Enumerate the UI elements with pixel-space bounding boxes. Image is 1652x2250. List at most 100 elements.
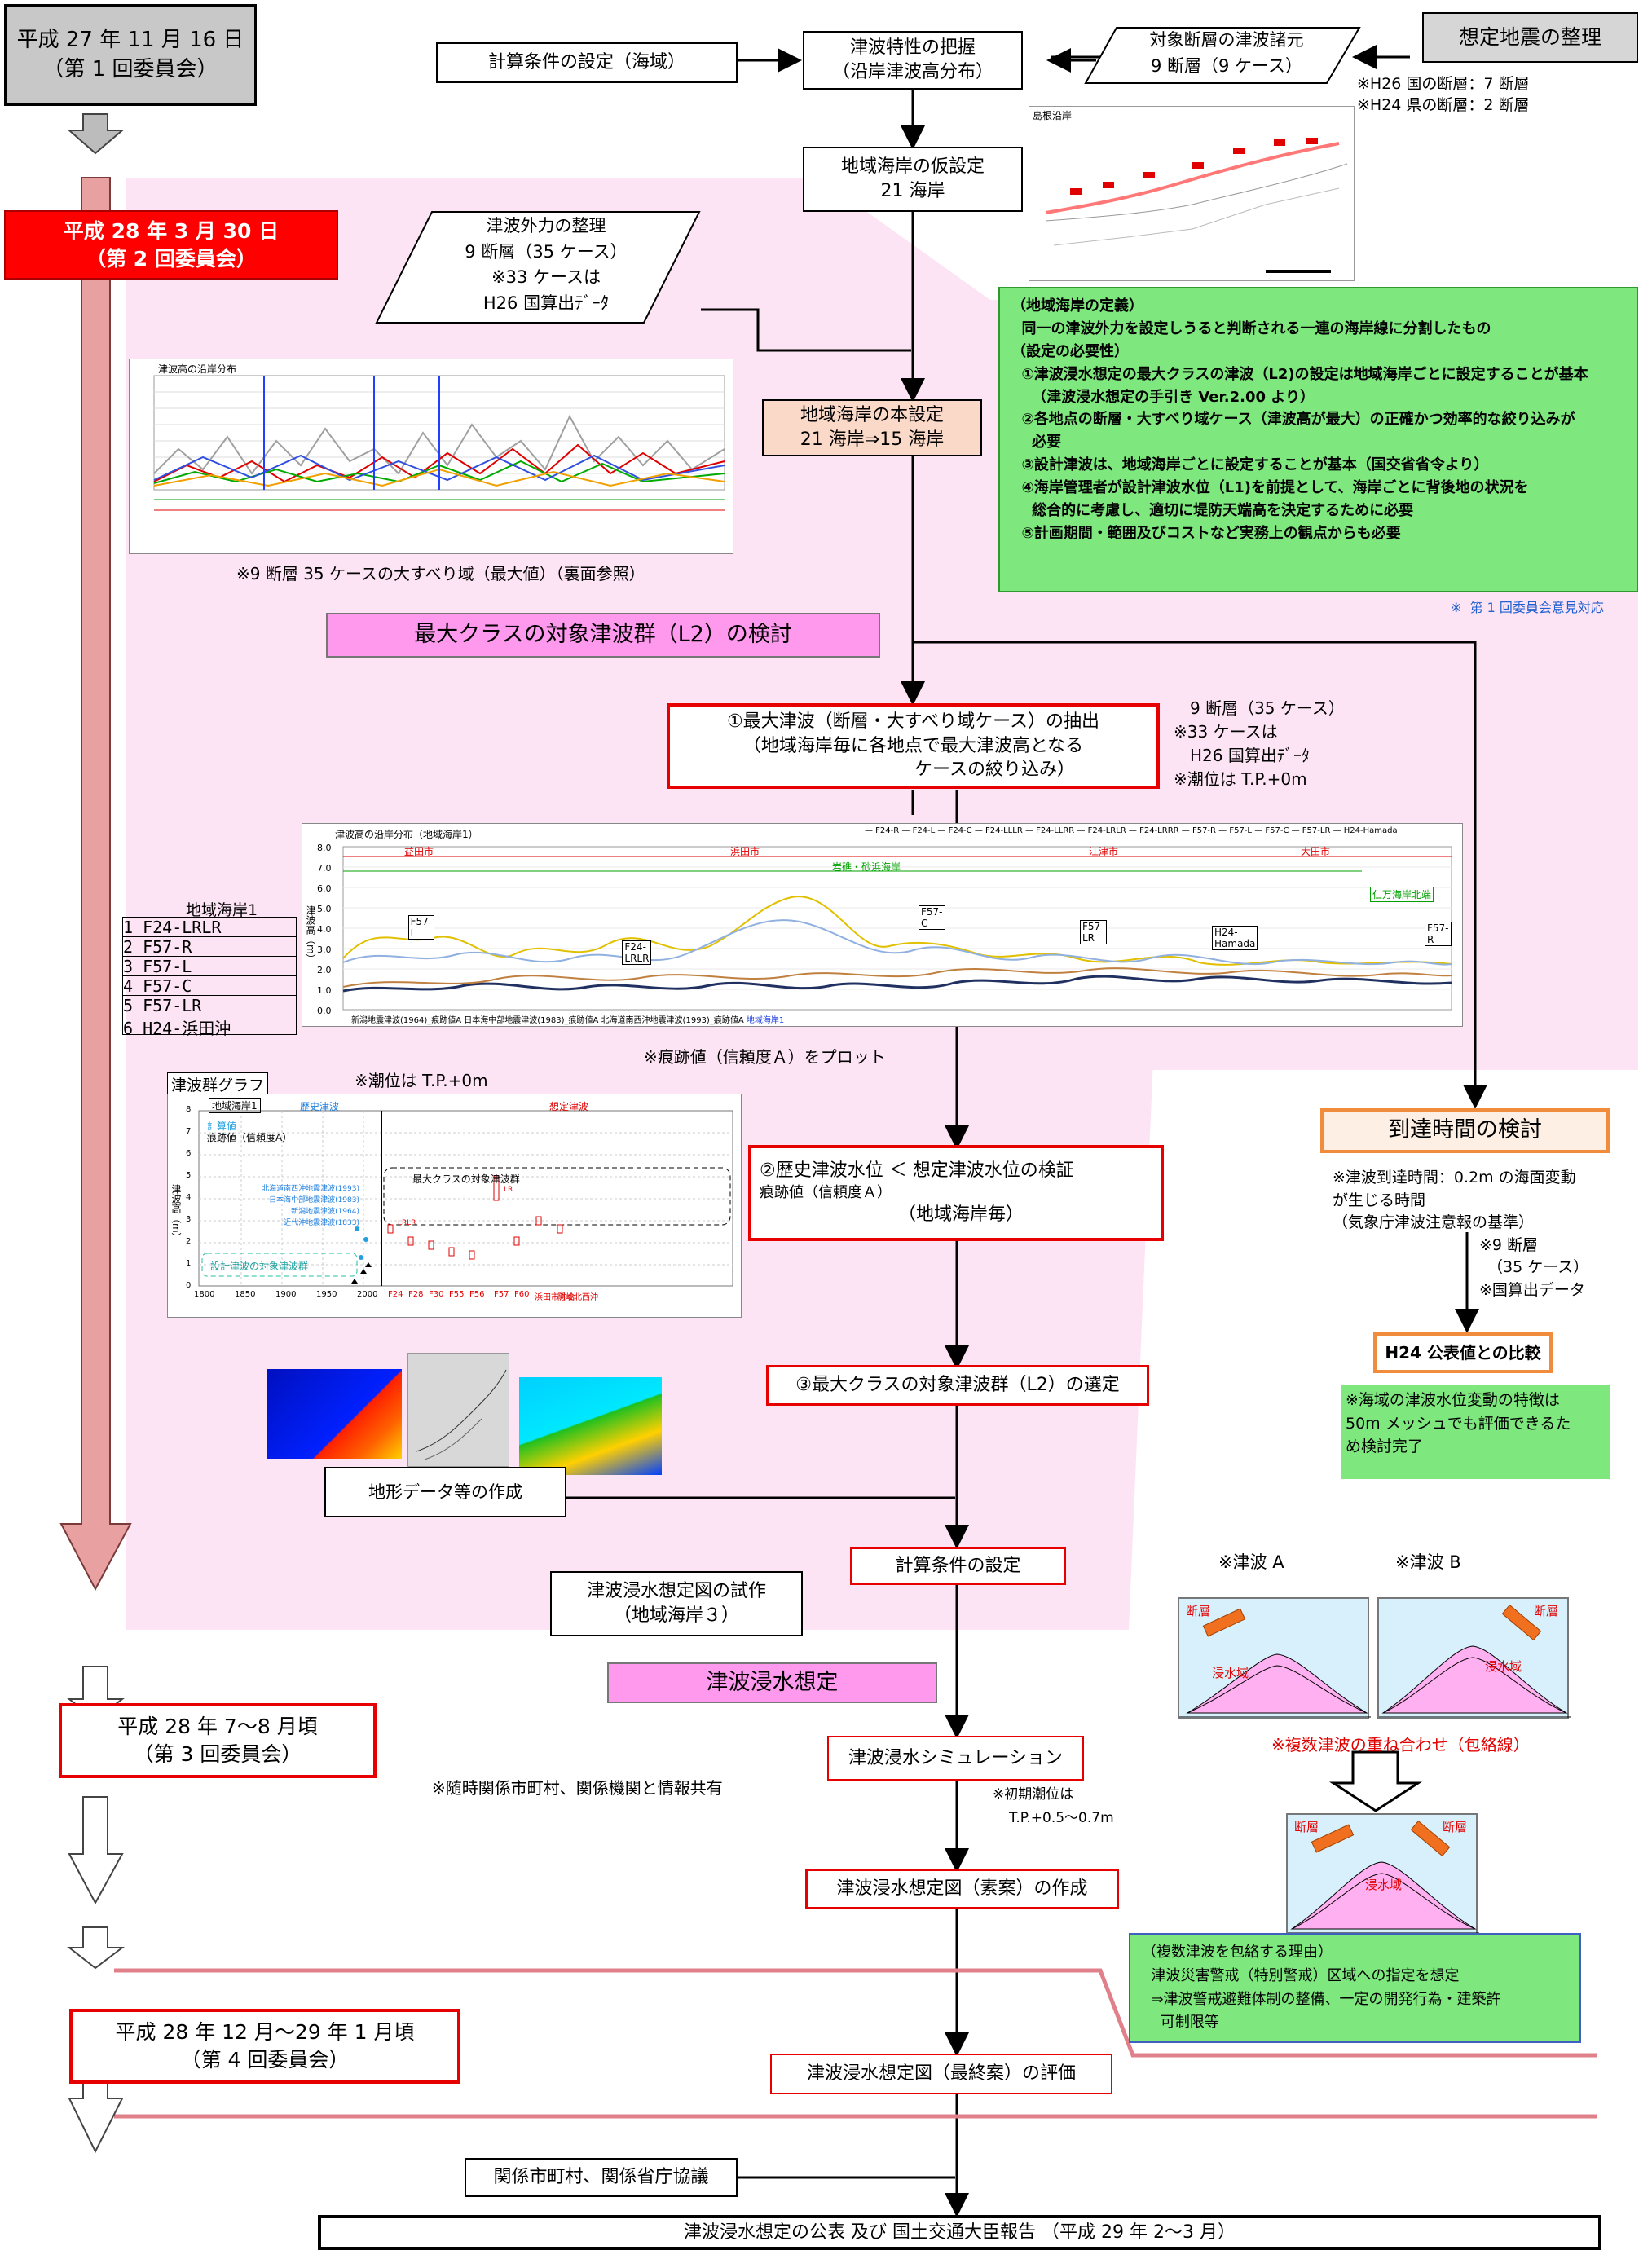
envelope-reason: （複数津波を包絡する理由） 津波災害警戒（特別警戒）区域への指定を想定 ⇒津波警…: [1129, 1933, 1581, 2043]
final-eval-label: 津波浸水想定図（最終案）の評価: [806, 2063, 1076, 2085]
chart2-city-label: 江津市: [1089, 846, 1119, 857]
step2-verification-box: ②歴史津波水位 ＜ 想定津波水位の検証 痕跡値（信頼度Ａ） （地域海岸毎）: [748, 1145, 1164, 1241]
region1-table-row: 3 F57-L: [123, 957, 296, 976]
chart2-ytick: 2.0: [317, 965, 332, 975]
overlay-note: ※複数津波の重ね合わせ（包絡線）: [1271, 1735, 1530, 1755]
simulation-note: ※初期潮位は T.P.+0.5～0.7m: [993, 1783, 1114, 1830]
step1-line2: （地域海岸毎に各地点で最大津波高となる: [742, 735, 1084, 756]
chart2-ytick: 7.0: [317, 863, 332, 874]
step1-note-line3: H26 国算出ﾃﾞｰﾀ: [1190, 746, 1310, 765]
graph-xtick: F56: [469, 1290, 485, 1299]
chart2-city-label: 大田市: [1301, 846, 1331, 857]
simulation-label: 津波浸水シミュレーション: [848, 1747, 1064, 1768]
chart2-annotation: F24-LRLR: [622, 940, 652, 965]
regional-coast-definition: （地域海岸の定義） 同一の津波外力を設定しうると判断される一連の海岸線に分割した…: [998, 287, 1638, 592]
chart2-cities: 益田市浜田市江津市大田市: [339, 844, 1439, 857]
overlay-fault-1: 断層: [1294, 1820, 1319, 1834]
inundation-title: 津波浸水想定: [607, 1662, 937, 1703]
terrain-image-3: [519, 1377, 662, 1475]
external-force-parallelogram: [375, 211, 701, 324]
chart-coastal-distribution-region1: 津波高の沿岸分布（地域海岸1） 津波高（m） — F24-R — F24-L —…: [302, 823, 1463, 1027]
definition-note: ※ 第 1 回委員会意見対応: [1451, 600, 1604, 615]
chart2-legend-item: — F24-LLRR: [1024, 826, 1077, 835]
step1-line3: ケースの絞り込み）: [914, 760, 1075, 781]
coast-final-line2: 21 海岸⇒15 海岸: [800, 429, 945, 450]
l2-study-title: 最大クラスの対象津波群（L2）の検討: [326, 613, 880, 658]
step1-note-line2: ※33 ケースは: [1174, 722, 1278, 742]
graph-xtick: F30: [429, 1290, 444, 1299]
arrival-note-5: （35 ケース）: [1487, 1258, 1589, 1277]
external-force-text: 津波外力の整理 9 断層（35 ケース） ※33 ケースは H26 国算出ﾃﾞｰ…: [432, 214, 660, 316]
chart2-annotation: F57-L: [407, 915, 435, 940]
chart2-legend-item: — F24-LRRR: [1128, 826, 1182, 835]
arrival-notes: ※津波到達時間：0.2m の海面変動 が生じる時間 （気象庁津波注意報の基準） …: [1333, 1167, 1588, 1301]
consult-label: 関係市町村、関係省庁協議: [493, 2167, 709, 2188]
meeting-1-name: （第 1 回委員会）: [42, 56, 218, 81]
chart2-ytick: 3.0: [317, 944, 332, 955]
chart1-title: 津波高の沿岸分布: [158, 363, 237, 375]
graph-header: 津波群グラフ: [167, 1072, 269, 1096]
tsunami-characteristics-line1: 津波特性の把握: [849, 37, 976, 59]
calc-condition-box: 計算条件の設定: [850, 1547, 1066, 1585]
graph-quake-label: 新潟地震津波(1964): [291, 1207, 359, 1216]
overlay-fault-2: 断層: [1443, 1820, 1468, 1834]
graph-xtick: F57: [494, 1290, 509, 1299]
coast-final-line1: 地域海岸の本設定: [800, 405, 944, 426]
chart2-legend-item: — F57-C: [1254, 826, 1292, 835]
chart2-green-band: 岩礁・砂浜海岸: [832, 861, 901, 873]
chart2-ytick: 6.0: [317, 883, 332, 894]
graph-plot: [198, 1110, 733, 1287]
chart2-annotation: H24-Hamada: [1212, 926, 1258, 950]
target-fault-parallelogram: [1084, 27, 1361, 84]
arrival-time-box: 到達時間の検討: [1320, 1108, 1610, 1153]
chart2-legend-item: — F57-L: [1218, 826, 1255, 835]
chart2-legend-item: — F24-R: [865, 826, 902, 835]
coast-temp-box: 地域海岸の仮設定 21 海岸: [803, 147, 1023, 212]
arrival-note-2: が生じる時間: [1333, 1191, 1426, 1209]
graph-quake-label: 近代沖地震津波(1833): [284, 1218, 359, 1227]
arrival-note-3: （気象庁津波注意報の基準）: [1333, 1213, 1535, 1232]
chart2-legend-item: — F24-L: [901, 826, 938, 835]
external-force-line1: 津波外力の整理: [486, 216, 606, 236]
meeting-2-name: （第 2 回委員会）: [86, 246, 257, 271]
graph-note: ※潮位は T.P.+0m: [355, 1071, 488, 1090]
external-force-line3: ※33 ケースは: [491, 267, 601, 287]
graph-region: 地域海岸1: [209, 1098, 261, 1113]
announce-label: 津波浸水想定の公表 及び 国土交通大臣報告 （平成 29 年 2～3 月）: [684, 2221, 1236, 2243]
step3-label: ③最大クラスの対象津波群（L2）の選定: [795, 1375, 1120, 1396]
meeting-3-box: 平成 28 年 7～8 月頃 （第 3 回委員会）: [59, 1703, 377, 1778]
tsunami-b-area: 浸水域: [1485, 1659, 1522, 1674]
graph-hist-label: 歴史津波: [300, 1101, 340, 1112]
arrival-note-6: ※国算出データ: [1479, 1280, 1585, 1299]
graph-xtick: 1900: [275, 1290, 297, 1299]
announce-box: 津波浸水想定の公表 及び 国土交通大臣報告 （平成 29 年 2～3 月）: [318, 2215, 1601, 2250]
graph-legend-calc: 計算値: [207, 1121, 237, 1132]
chart1-caption: ※9 断層 35 ケースの大すべり域（最大値）（裏面参照）: [236, 564, 645, 583]
meeting-1-box: 平成 27 年 11 月 16 日 （第 1 回委員会）: [4, 4, 257, 106]
meeting-4-date: 平成 28 年 12 月～29 年 1 月頃: [115, 2020, 415, 2045]
meeting-2-box: 平成 28 年 3 月 30 日 （第 2 回委員会）: [4, 210, 338, 280]
chart2-legend-item: — H24-Hamada: [1333, 826, 1398, 835]
chart2-plot: [342, 846, 1452, 1011]
graph-max-group: 最大クラスの対象津波群: [412, 1173, 520, 1185]
step1-note: 9 断層（35 ケース） ※33 ケースは H26 国算出ﾃﾞｰﾀ ※潮位は T…: [1174, 697, 1345, 791]
graph-quake-label: 日本海中部地震津波(1983): [269, 1195, 359, 1204]
tsunami-b-label: ※津波 B: [1395, 1552, 1461, 1572]
h24-compare-label: H24 公表値との比較: [1385, 1342, 1541, 1363]
meeting-2-date: 平成 28 年 3 月 30 日: [63, 218, 280, 243]
graph-xtick: 1950: [316, 1290, 337, 1299]
assumed-earthquake-box: 想定地震の整理: [1422, 12, 1638, 63]
map-title: 島根沿岸: [1033, 110, 1073, 121]
chart2-legend: — F24-R — F24-L — F24-C — F24-LLLR — F24…: [865, 826, 1398, 835]
external-force-line2: 9 断層（35 ケース）: [465, 241, 628, 262]
graph-legend-trace: 痕跡値（信頼度A）: [207, 1132, 293, 1143]
target-fault-line1: 対象断層の津波諸元: [1149, 30, 1304, 50]
coast-temp-line1: 地域海岸の仮設定: [840, 156, 985, 178]
graph-xtick: 1850: [235, 1290, 256, 1299]
chart2-legend-item: — F24-C: [937, 826, 975, 835]
chart2-bottom-legend-item: 地域海岸1: [746, 1016, 785, 1025]
graph-xtick: 浜田市沖合: [535, 1293, 575, 1302]
assumed-earthquake-label: 想定地震の整理: [1458, 25, 1601, 50]
